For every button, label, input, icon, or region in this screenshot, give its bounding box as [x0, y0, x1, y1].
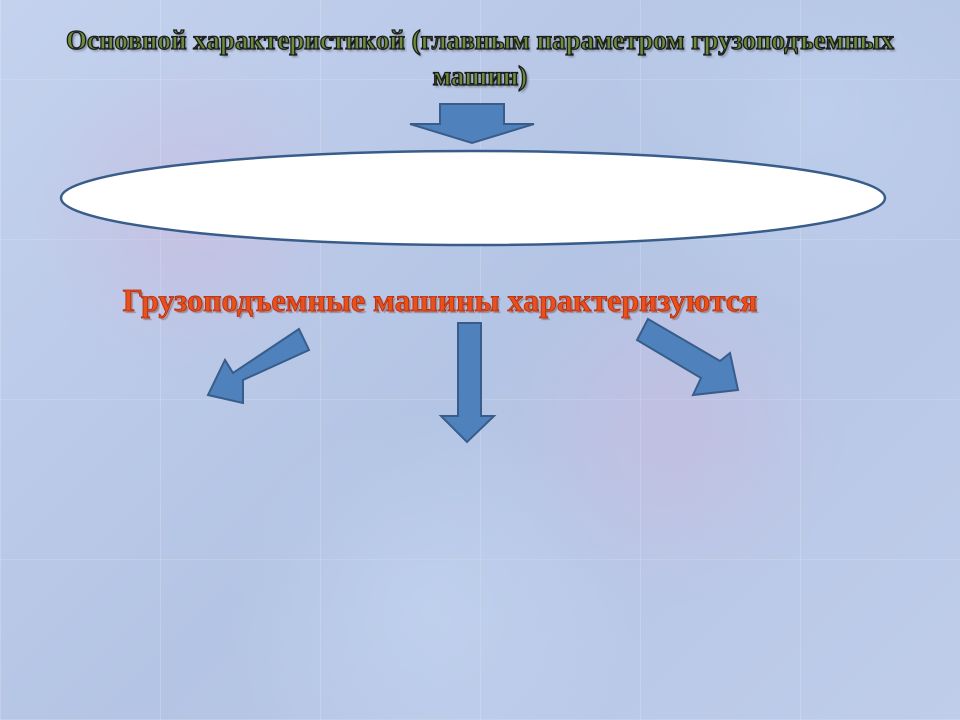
arrow-down-center	[438, 322, 497, 444]
slide-title: Основной характеристикой (главным параме…	[65, 24, 895, 91]
slide-subtitle: Грузоподъемные машины характеризуются	[122, 282, 758, 319]
arrow-down-left	[206, 327, 311, 405]
central-ellipse	[59, 149, 887, 247]
arrow-down-right	[635, 317, 740, 397]
arrow-down-top	[409, 103, 535, 145]
